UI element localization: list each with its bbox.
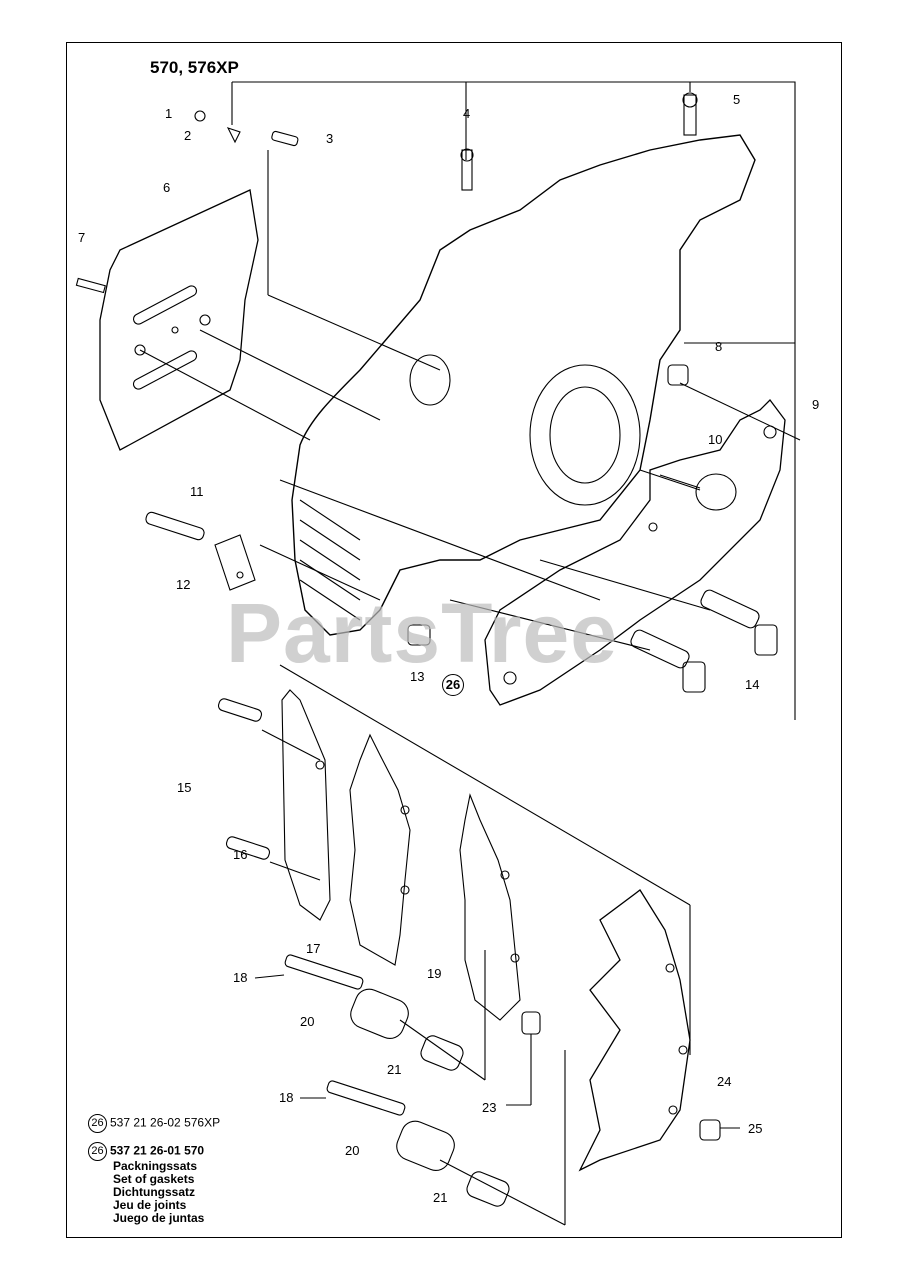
callout-7: 7 [78, 230, 86, 245]
legend-badge: 26 [88, 1114, 107, 1133]
callout-26: 26 [442, 674, 464, 696]
bolt-15 [217, 698, 263, 722]
sleeve-21b [466, 1171, 510, 1207]
callout-5: 5 [733, 92, 741, 107]
clip-12 [214, 534, 256, 591]
callout-11: 11 [190, 484, 204, 499]
buffer-20a [350, 988, 409, 1039]
leader-line-9 [232, 81, 796, 720]
bolt-10 [659, 473, 737, 511]
callout-14: 14 [745, 677, 760, 692]
screw-11 [145, 511, 205, 541]
callout-2: 2 [184, 128, 192, 143]
bolt-18a [284, 954, 364, 990]
translation-french: Jeu de joints [113, 1198, 187, 1212]
nut-23 [521, 1011, 541, 1035]
buffer-20b [396, 1120, 455, 1171]
nut-25 [699, 1119, 721, 1141]
callout-1: 1 [165, 106, 173, 121]
bolt-14a [700, 589, 778, 656]
callout-8: 8 [715, 339, 723, 354]
callout-21b: 21 [433, 1190, 448, 1205]
plate-17 [349, 733, 411, 966]
model-title: 570, 576XP [150, 58, 239, 77]
diagram-frame [66, 42, 842, 1238]
plate-15-16 [281, 689, 331, 921]
callout-20b: 20 [345, 1143, 360, 1158]
crankcase-outline [291, 134, 756, 636]
bolt-18b [326, 1080, 406, 1116]
translation-spanish: Juego de juntas [113, 1211, 205, 1225]
callout-21a: 21 [387, 1062, 402, 1077]
callout-20a: 20 [300, 1014, 315, 1029]
translation-english: Set of gaskets [113, 1172, 195, 1186]
plate-24 [578, 889, 691, 1172]
screw-5 [682, 92, 698, 136]
cover-slot [132, 285, 198, 325]
cover-slot [132, 350, 198, 390]
callout-23: 23 [482, 1100, 497, 1115]
callout-12: 12 [176, 577, 191, 592]
translation-swedish: Packningssats [113, 1159, 198, 1173]
gasket [484, 399, 786, 706]
sleeve-21a [420, 1035, 464, 1071]
cover-plate [99, 189, 259, 451]
callout-4: 4 [463, 106, 471, 121]
crankcase-bore-inner [549, 386, 621, 484]
legend-badge: 26 [88, 1142, 107, 1161]
legend-translations: Packningssats Set of gaskets Dichtungssa… [113, 1160, 204, 1225]
legend-text: 537 21 26-01 570 [110, 1143, 205, 1158]
legend-text: 537 21 26-02 576XP [110, 1115, 221, 1130]
callout-3: 3 [326, 131, 334, 146]
plate-19 [459, 793, 521, 1021]
callout-25: 25 [748, 1121, 763, 1136]
watermark: PartsTree [226, 586, 618, 680]
callout-24: 24 [717, 1074, 732, 1089]
callout-10: 10 [708, 432, 723, 447]
callout-9: 9 [812, 397, 820, 412]
callout-18b: 18 [279, 1090, 294, 1105]
bolt-14b [630, 629, 706, 693]
sleeve-8 [667, 364, 689, 386]
pin-2 [194, 110, 241, 144]
translation-german: Dichtungssatz [113, 1185, 196, 1199]
bearing-seat [409, 354, 451, 406]
callout-16: 16 [233, 847, 248, 862]
callout-17: 17 [306, 941, 321, 956]
pin-3 [271, 130, 299, 147]
callout-15: 15 [177, 780, 192, 795]
callout-19: 19 [427, 966, 442, 981]
callout-18a: 18 [233, 970, 248, 985]
crankcase-bore [529, 364, 641, 506]
crankcase-fins [299, 499, 361, 621]
callout-6: 6 [163, 180, 171, 195]
screw-7 [75, 277, 106, 294]
callout-13: 13 [410, 669, 425, 684]
screw-4 [460, 148, 474, 191]
sleeve-13 [407, 624, 431, 646]
bolt-16 [225, 836, 271, 860]
